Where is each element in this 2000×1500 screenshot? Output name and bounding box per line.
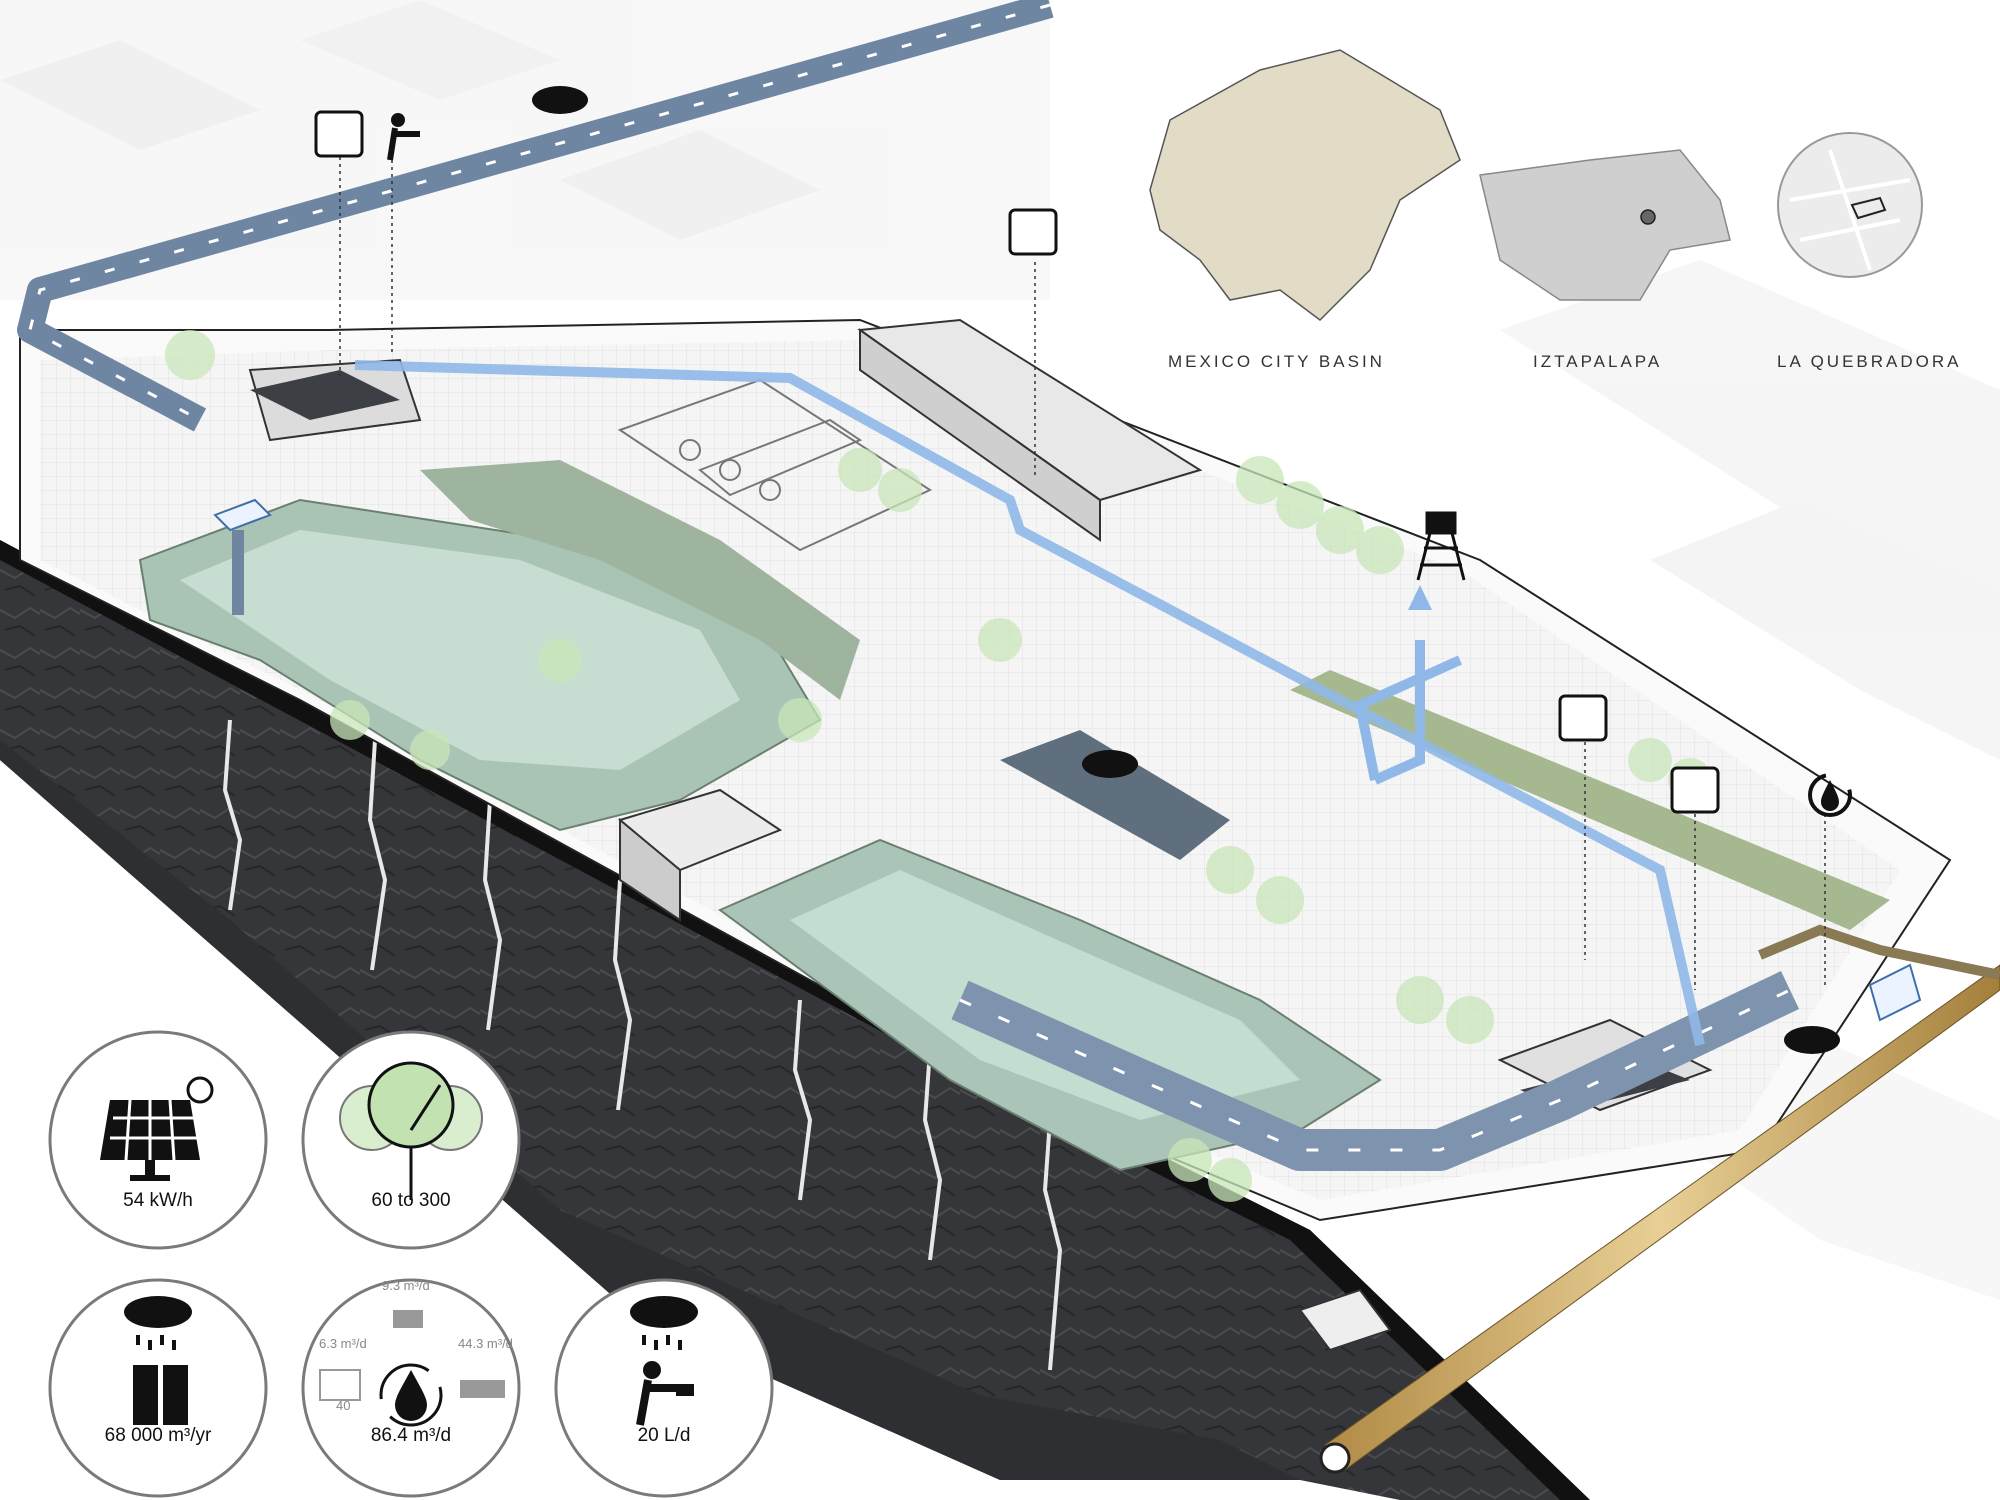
water-reuse-right: 44.3 m³/d — [458, 1336, 513, 1351]
map-label-la-quebradora: LA QUEBRADORA — [1777, 352, 1962, 371]
water-reuse-top: 9.3 m³/d — [382, 1278, 430, 1293]
wetland-north — [420, 460, 860, 700]
rain-pond — [1000, 730, 1230, 860]
water-reuse-left: 6.3 m³/d — [319, 1336, 367, 1351]
trees — [165, 330, 1712, 1202]
water-reuse-left-sub: 40 — [336, 1398, 351, 1413]
map-label-mexico-city-basin: MEXICO CITY BASIN — [1168, 352, 1385, 371]
stat-solar-value: 54 kW/h — [123, 1190, 193, 1211]
water-reuse-icon — [319, 1310, 505, 1427]
water-tower-icon — [1416, 511, 1466, 581]
recycle-drop-icon — [1808, 773, 1852, 817]
storage-tank-west — [213, 498, 272, 532]
stat-water-reuse-value: 86.4 m³/d — [370, 1425, 452, 1446]
stat-rain-infiltration-value: 68 000 m³/yr — [104, 1425, 212, 1446]
map-iztapalapa — [1479, 149, 1731, 301]
tree-icon — [339, 1061, 483, 1200]
solar-panel-icon — [100, 1076, 214, 1181]
sports-courts — [617, 378, 933, 552]
map-label-iztapalapa: IZTAPALAPA — [1533, 352, 1663, 371]
street-channel-south — [951, 971, 1800, 1171]
rain-infiltration-icon — [124, 1296, 192, 1425]
street-channel — [17, 0, 1054, 432]
map-la-quebradora — [1777, 132, 1923, 278]
map-mexico-city-basin — [1149, 49, 1461, 321]
water-flow-line — [354, 360, 1705, 1047]
drinking-fountain-scene-icon — [387, 113, 420, 161]
leader-lines — [339, 150, 1826, 990]
drinking-fountain-icon — [630, 1296, 698, 1426]
green-roof-strip — [1290, 670, 1890, 930]
stat-trees-value: 60 to 300 — [371, 1190, 451, 1211]
rain-cloud-icon — [532, 86, 1840, 1054]
infiltration-arrows — [222, 719, 1063, 1371]
restroom-icon — [314, 110, 1720, 814]
stat-drinking-value: 20 L/d — [637, 1425, 691, 1446]
